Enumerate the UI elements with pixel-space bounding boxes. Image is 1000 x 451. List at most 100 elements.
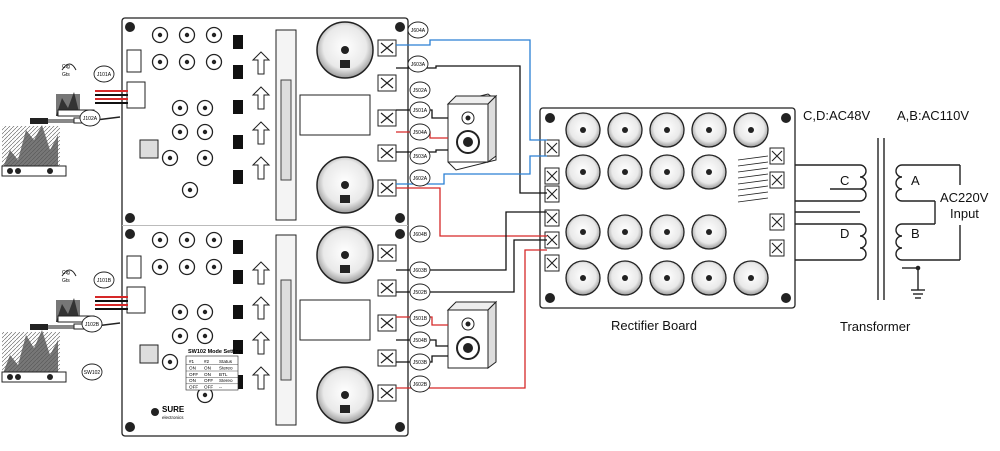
small-capacitor: [196, 327, 214, 345]
rectifier-terminal: [544, 254, 560, 272]
rectifier-capacitor: [565, 214, 601, 250]
small-capacitor: [196, 99, 214, 117]
rectifier-terminal: [544, 139, 560, 157]
coil-b: [895, 223, 903, 261]
small-capacitor: [196, 303, 214, 321]
rectifier-terminal: [544, 167, 560, 185]
small-capacitor: [205, 258, 223, 276]
rectifier-terminal: [769, 239, 785, 257]
connector-tag: J602B: [409, 375, 431, 393]
connector-tag: J603A: [407, 55, 429, 73]
heatsink-bars: [275, 29, 371, 426]
mode-table-cell: ON: [189, 378, 196, 383]
wire: [396, 187, 547, 237]
mounting-holes: [125, 22, 405, 432]
small-capacitor: [196, 149, 214, 167]
connector-label: J502B: [413, 290, 428, 296]
connector-label: J503A: [413, 154, 428, 160]
transformer: [795, 138, 961, 300]
amp-output-terminals: [377, 39, 397, 402]
rectifier-capacitor: [649, 112, 685, 148]
output-terminal: [377, 109, 397, 127]
rectifier-heatsink: [737, 155, 769, 203]
connector-label: J603A: [411, 62, 426, 68]
small-capacitor: [178, 231, 196, 249]
small-capacitor: [151, 258, 169, 276]
rectifier-capacitor: [607, 112, 643, 148]
speaker-lower: [446, 300, 498, 369]
amp-large-capacitors: [316, 21, 374, 424]
connector-tag: J503B: [409, 353, 431, 371]
ac-input-label-line1: AC220V: [940, 190, 989, 205]
svg-text:Ctg: Ctg: [62, 64, 70, 70]
connector-tag: J501B: [409, 309, 431, 327]
connector-label: J602B: [413, 382, 428, 388]
mode-table-cell: #1: [189, 359, 195, 364]
wire: [396, 211, 547, 271]
output-terminal: [377, 384, 397, 402]
output-terminal: [377, 279, 397, 297]
connector-tag: J502B: [409, 283, 431, 301]
connector-label: J602A: [413, 176, 428, 182]
small-capacitor: [178, 53, 196, 71]
small-capacitor: [171, 303, 189, 321]
coil-label-b: B: [911, 226, 920, 241]
output-terminal: [377, 179, 397, 197]
output-terminal: [377, 144, 397, 162]
small-capacitor: [171, 327, 189, 345]
speaker-upper: [446, 93, 498, 171]
rectifier-capacitor: [649, 214, 685, 250]
mode-table-cell: Stereo: [219, 365, 233, 370]
mode-table-cell: OFF: [204, 378, 213, 383]
coil-label-d: D: [840, 226, 850, 241]
connector-tag: SW102: [81, 363, 103, 381]
mode-table-cell: Stereo: [219, 378, 233, 383]
input-headers: [126, 49, 159, 364]
small-capacitor: [205, 26, 223, 44]
small-capacitor: [181, 181, 199, 199]
connector-label: J502A: [413, 88, 428, 94]
connector-label: J604B: [413, 232, 428, 238]
small-capacitor: [151, 231, 169, 249]
small-capacitor: [171, 123, 189, 141]
rectifier-capacitor: [565, 260, 601, 296]
mode-table-cell: BTL: [219, 372, 228, 377]
small-capacitor: [178, 258, 196, 276]
connector-tag: J503A: [409, 147, 431, 165]
connector-tag: J102B: [81, 315, 103, 333]
ab-voltage-label: A,B:AC110V: [897, 108, 970, 123]
svg-text:Ctg: Ctg: [62, 270, 70, 276]
connector-label: J102B: [85, 322, 100, 328]
rectifier-terminals: [544, 139, 785, 272]
mode-table-cell: OFF: [189, 385, 198, 390]
small-capacitors: [151, 26, 223, 404]
rectifier-capacitor: [733, 112, 769, 148]
small-capacitor: [178, 26, 196, 44]
rectifier-capacitor: [607, 214, 643, 250]
rectifier-capacitor: [607, 260, 643, 296]
connector-tag: J101B: [93, 271, 115, 289]
connector-label: J501B: [413, 316, 428, 322]
rectifier-capacitor: [649, 154, 685, 190]
mode-table-cell: Status: [219, 359, 233, 364]
connector-label: J603B: [413, 268, 428, 274]
output-terminal: [377, 74, 397, 92]
brand-text: SURE: [162, 405, 185, 414]
mode-table-cell: ON: [204, 372, 211, 377]
coil-d: [859, 223, 867, 261]
ac-input-label-line2: Input: [950, 206, 979, 221]
rectifier-terminal: [769, 147, 785, 165]
wire: [396, 65, 547, 194]
rectifier-capacitor: [691, 112, 727, 148]
small-capacitor: [171, 99, 189, 117]
connector-label: J504A: [413, 130, 428, 136]
coil-a: [895, 164, 903, 202]
rectifier-capacitor: [565, 112, 601, 148]
brand-subtext: electronics: [162, 415, 184, 420]
transformer-label: Transformer: [840, 319, 911, 334]
